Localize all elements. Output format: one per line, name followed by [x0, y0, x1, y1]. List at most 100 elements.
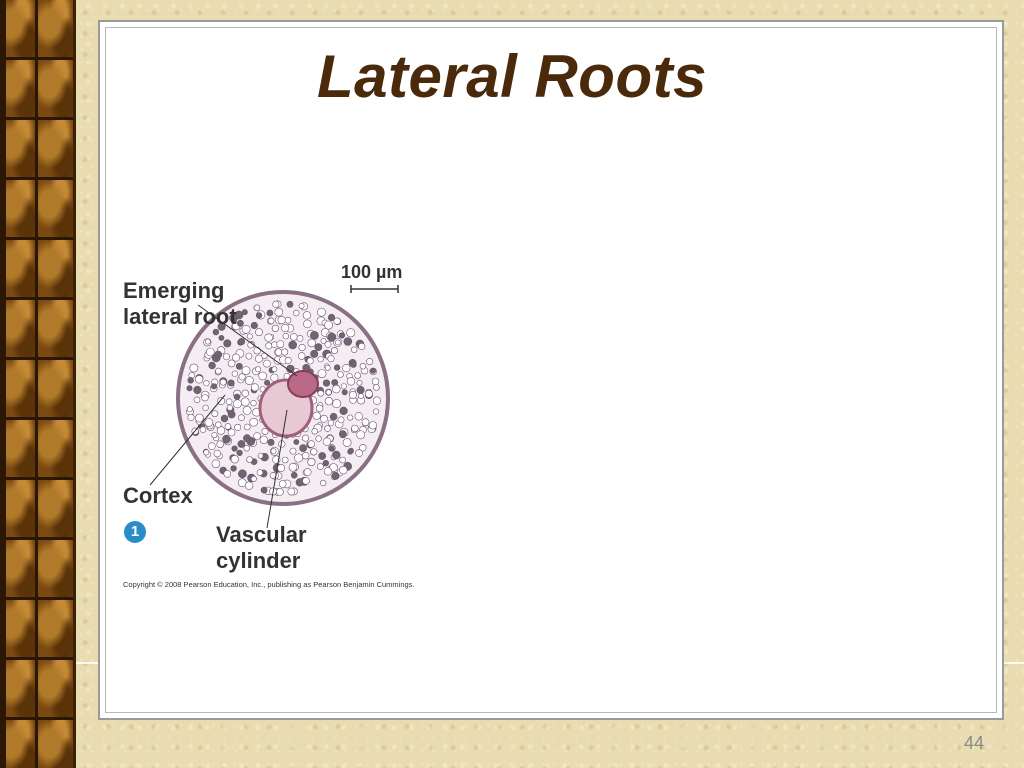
scale-bar-label: 100 µm [341, 262, 403, 282]
label-cortex: Cortex [123, 483, 193, 508]
cortex-cell [281, 323, 290, 333]
cortex-cell [372, 408, 380, 415]
cortex-cell [284, 356, 292, 364]
cortex-cell [186, 406, 193, 413]
cortex-cell [307, 440, 315, 448]
cortex-cell [270, 448, 277, 455]
cortex-cell [216, 426, 226, 435]
cortex-cell [355, 449, 363, 457]
cortex-cell [298, 302, 305, 309]
cortex-cell [311, 428, 318, 435]
cortex-cell [317, 356, 324, 363]
cortex-cell [359, 444, 367, 452]
cortex-cell [215, 367, 222, 375]
cortex-cell [274, 348, 283, 357]
cortex-cell [343, 337, 353, 346]
cortex-cell [241, 324, 251, 334]
cortex-cell [342, 364, 351, 373]
cortex-cell [218, 334, 225, 341]
cortex-cell [253, 346, 261, 355]
cortex-cell [337, 416, 345, 424]
cortex-cell [226, 404, 233, 411]
cortex-cell [244, 376, 254, 385]
cortex-cell [243, 434, 251, 443]
copyright-notice: Copyright © 2008 Pearson Education, Inc.… [123, 580, 415, 589]
cortex-cell [238, 373, 246, 381]
cortex-cell [255, 366, 262, 373]
cortex-cell [215, 421, 222, 428]
cortex-cell [234, 310, 244, 320]
cortex-cell [222, 434, 231, 444]
cortex-cell [347, 414, 354, 421]
cortex-cell [217, 397, 226, 406]
cortex-cell [371, 377, 380, 386]
cortex-cell [238, 414, 245, 422]
cortex-cell [346, 377, 356, 386]
cortex-cell [204, 418, 214, 427]
cortex-cell [255, 312, 263, 319]
cortex-cell [264, 333, 273, 342]
cortex-cell [213, 449, 222, 458]
cortex-cell [208, 442, 216, 451]
cortex-cell [359, 363, 367, 370]
cortex-cell [287, 487, 296, 496]
cortex-cell [211, 432, 218, 439]
cortex-cell [214, 350, 223, 359]
cortex-cell [325, 389, 332, 396]
leader-line-emerging [197, 304, 298, 377]
cortex-cell [223, 353, 231, 361]
cortex-cell [322, 460, 329, 467]
cortex-cell [236, 449, 243, 457]
cortex-cell [288, 340, 298, 350]
cortex-cell [358, 393, 364, 399]
cortex-cell [340, 383, 348, 390]
cortex-cell [278, 480, 287, 488]
cortex-cell [369, 367, 376, 374]
cortex-cell [307, 457, 316, 466]
cortex-cell [216, 440, 224, 448]
cortex-cell [354, 372, 362, 379]
cortex-cell [322, 379, 331, 387]
cortex-cell [250, 400, 257, 407]
cortex-cell [327, 313, 336, 322]
cortex-cell [309, 330, 319, 340]
cortex-cell [193, 385, 202, 395]
cortex-cell [306, 357, 314, 365]
cortex-cell [227, 379, 235, 387]
cortex-cell [320, 479, 327, 487]
cortex-cell [348, 390, 357, 399]
cortex-cell [302, 434, 310, 442]
cortex-cell [302, 452, 310, 460]
cortex-cell [314, 343, 323, 351]
cortex-cell [289, 447, 297, 455]
cortex-cell [253, 432, 261, 440]
cortex-cell [294, 453, 304, 463]
scale-bar [350, 285, 399, 293]
cortex-cell [293, 439, 300, 445]
cortex-cell [282, 332, 289, 340]
cortex-cell [284, 316, 292, 324]
cortex-cell [260, 486, 268, 494]
cortex-cell [219, 378, 227, 386]
cortex-cell [298, 352, 306, 360]
cortex-cell [337, 371, 344, 378]
cortex-cell [274, 307, 284, 317]
cortex-cell [327, 332, 337, 342]
cortex-cell [316, 463, 324, 470]
cortex-cell [187, 377, 194, 384]
cortex-cell [351, 424, 359, 433]
cortex-cell [211, 410, 219, 418]
cortex-cell [293, 309, 300, 317]
slide-title: Lateral Roots [317, 43, 707, 110]
cortex-cell [307, 338, 316, 348]
cortex-cell [271, 324, 280, 333]
cortex-cell [334, 339, 341, 346]
cortex-cell [358, 342, 366, 351]
cortex-cell [193, 396, 201, 404]
label-vascular-cylinder: Vascular cylinder [216, 522, 307, 573]
cortex-cell [346, 328, 356, 338]
cortex-cell [250, 475, 257, 482]
cortex-cell [259, 435, 268, 444]
cortex-cell [237, 440, 246, 448]
